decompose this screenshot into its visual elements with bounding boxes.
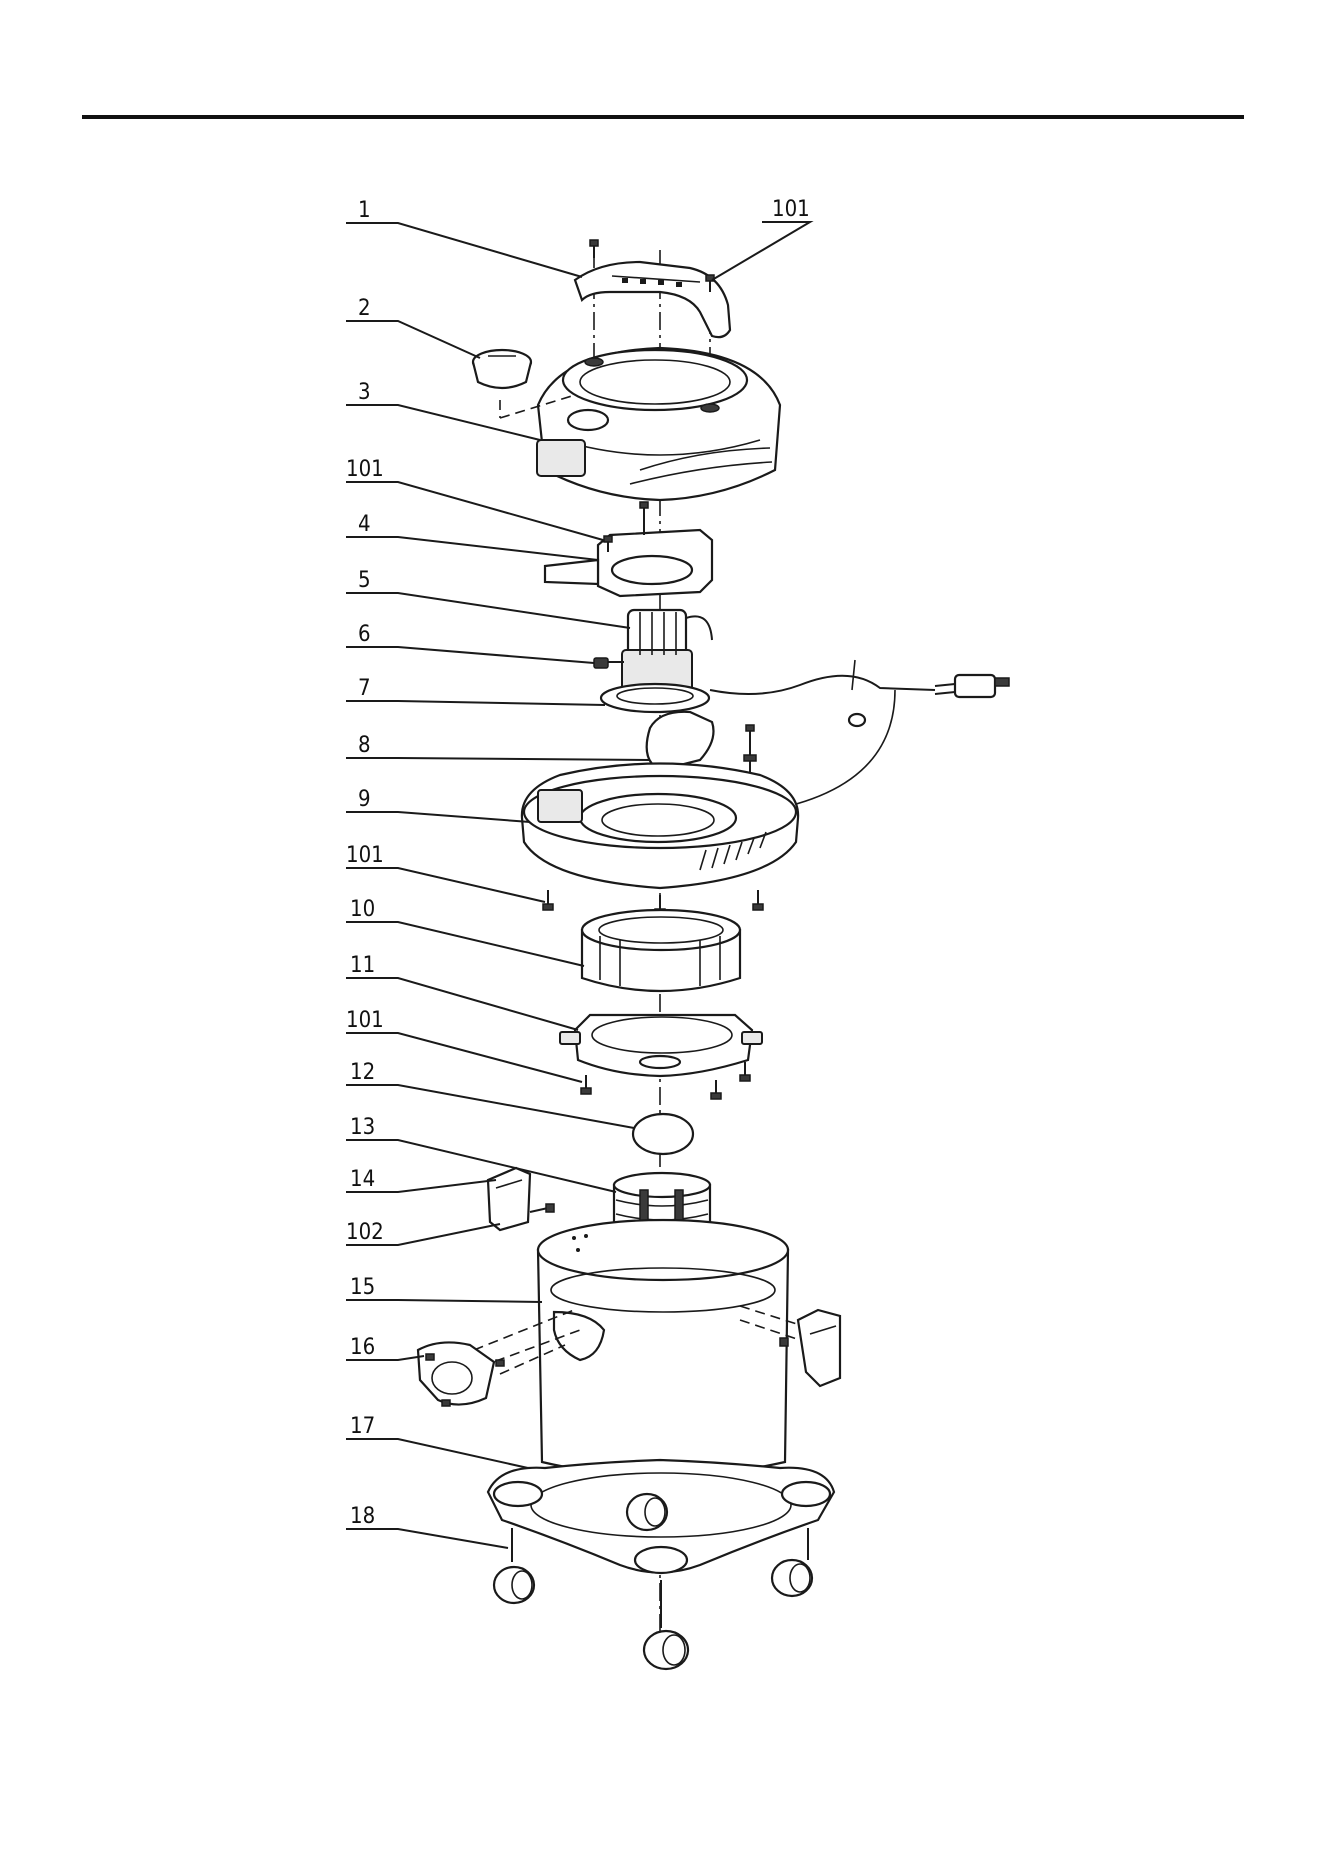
part-7-motor-plate <box>601 684 709 712</box>
screw-102-latch <box>530 1204 554 1212</box>
callout-label: 10 <box>350 897 375 922</box>
callout-label: 3 <box>358 380 371 405</box>
leader-2 <box>346 321 480 358</box>
leader-17 <box>346 1439 528 1468</box>
part-14-latch <box>488 1168 530 1230</box>
callout-label: 12 <box>350 1060 375 1085</box>
callout-label: 5 <box>358 568 371 593</box>
part-15-tank <box>444 1220 800 1476</box>
caster-right <box>772 1528 812 1596</box>
callout-label: 13 <box>350 1115 375 1140</box>
part-6-brush <box>594 658 624 668</box>
part-9-motor-base <box>522 764 798 889</box>
part-3-motor-cover <box>500 348 780 500</box>
callout-label: 16 <box>350 1335 375 1360</box>
part-11-filter-cage <box>560 1015 762 1076</box>
leader-7 <box>346 701 605 705</box>
leader-4 <box>346 537 598 560</box>
callout-label: 1 <box>358 198 371 223</box>
callout-label: 2 <box>358 296 371 321</box>
callout-label: 17 <box>350 1414 375 1439</box>
callout-label: 7 <box>358 676 371 701</box>
callout-label: 102 <box>346 1220 384 1245</box>
part-12-float-ball <box>633 1114 693 1154</box>
callout-label: 101 <box>346 843 384 868</box>
leader-8 <box>346 758 650 760</box>
part-10-filter-ring <box>582 910 740 991</box>
leader-6 <box>346 647 594 663</box>
leader-10 <box>346 922 584 966</box>
part-16-inlet-port <box>418 1342 504 1406</box>
callout-label: 101 <box>346 1008 384 1033</box>
callout-label: 15 <box>350 1275 375 1300</box>
callout-label: 4 <box>358 512 371 537</box>
part-1-handle <box>575 262 730 337</box>
caster-rear <box>627 1494 667 1530</box>
leader-1 <box>346 223 582 277</box>
part-5-motor <box>622 610 712 692</box>
leader-5 <box>346 593 630 628</box>
caster-left <box>494 1528 534 1603</box>
callout-label: 14 <box>350 1167 375 1192</box>
callout-label: 11 <box>350 953 375 978</box>
leader-15 <box>346 1300 542 1302</box>
leader-3 <box>346 405 540 440</box>
callout-label: 8 <box>358 733 371 758</box>
leader-101-cage <box>346 1033 582 1082</box>
leader-13 <box>346 1140 616 1192</box>
callout-label: 9 <box>358 787 371 812</box>
leader-101-handle <box>712 222 810 280</box>
leader-101-base <box>346 868 545 902</box>
callout-label: 101 <box>346 457 384 482</box>
part-2-knob <box>473 350 531 388</box>
leader-9 <box>346 812 530 822</box>
leader-101-shroud <box>346 482 603 540</box>
leader-18 <box>346 1529 508 1548</box>
caster-front <box>644 1580 688 1669</box>
callout-label: 6 <box>358 622 371 647</box>
part-4-fan-shroud <box>545 502 712 596</box>
callout-label: 18 <box>350 1504 375 1529</box>
callout-label: 101 <box>772 197 810 222</box>
